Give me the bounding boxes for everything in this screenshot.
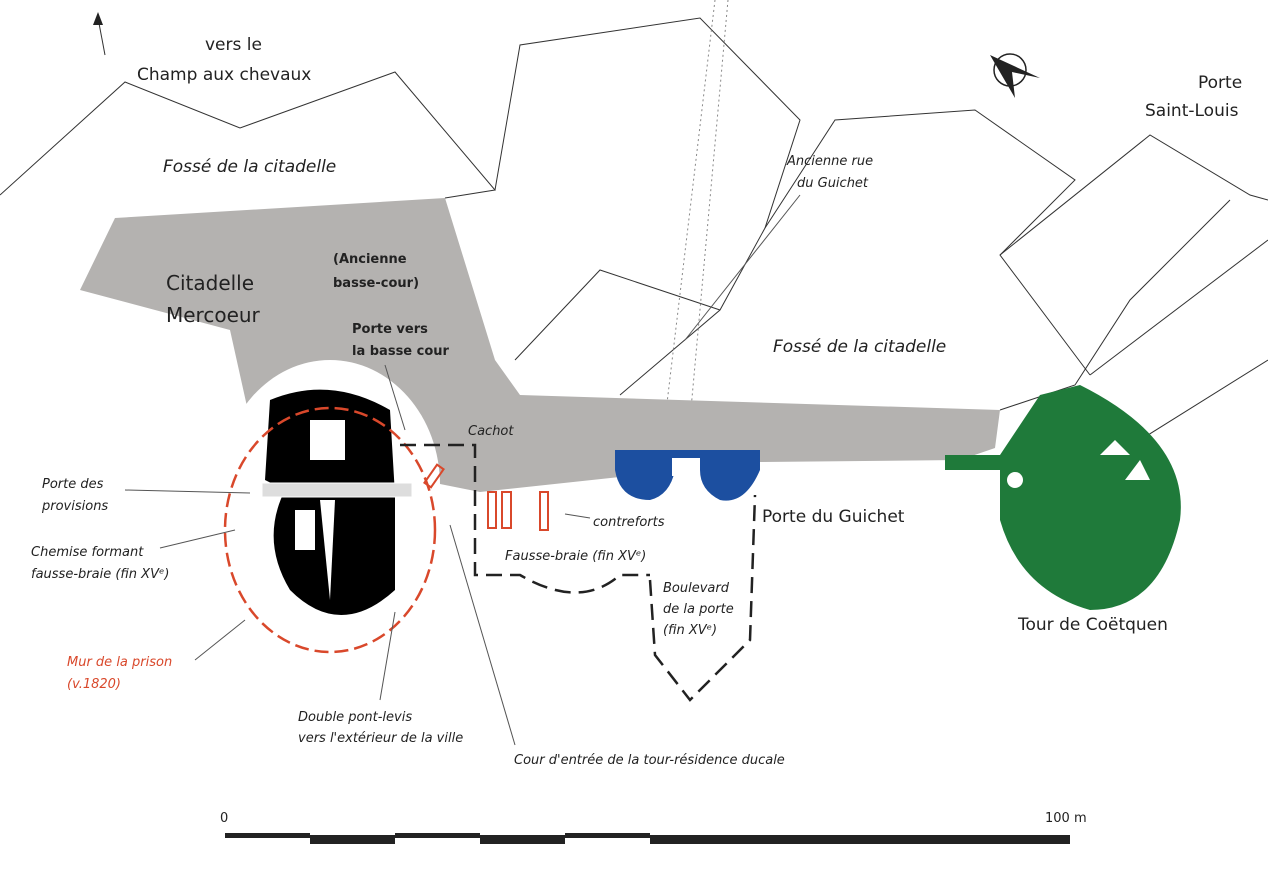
label-fausse-braie: Fausse-braie (fin XVᵉ) [505, 549, 646, 564]
scale-start: 0 [220, 811, 228, 826]
label-chemise-2: fausse-braie (fin XVᵉ) [31, 567, 169, 582]
label-fosse-top: Fossé de la citadelle [163, 157, 336, 177]
label-double-pont-2: vers l'extérieur de la ville [298, 731, 463, 746]
label-double-pont-1: Double pont-levis [298, 710, 412, 725]
label-basse-cour-1: (Ancienne [333, 252, 407, 267]
label-citadelle-1: Citadelle [166, 271, 254, 295]
scale-end: 100 m [1045, 811, 1087, 826]
label-basse-cour-2: basse-cour) [333, 276, 419, 291]
label-chemise-1: Chemise formant [31, 545, 144, 560]
fausse-braie-dashed [400, 443, 757, 702]
label-tour-coetquen: Tour de Coëtquen [1017, 615, 1168, 635]
label-porte-vers-2: la basse cour [352, 344, 450, 359]
label-cour-entree: Cour d'entrée de la tour-résidence ducal… [514, 753, 785, 768]
label-boulevard-1: Boulevard [663, 581, 730, 596]
label-contreforts: contreforts [593, 515, 665, 530]
north-arrow-pointer-icon [93, 12, 103, 25]
scale-bar [225, 833, 1070, 844]
label-citadelle-2: Mercoeur [166, 303, 261, 327]
label-ancienne-rue-1: Ancienne rue [786, 154, 873, 169]
ancienne-rue-dotted [664, 0, 729, 421]
label-porte-vers-1: Porte vers [352, 322, 428, 337]
citadelle-area [80, 198, 1000, 520]
label-porte-guichet: Porte du Guichet [762, 507, 905, 527]
porte-du-guichet-blue [615, 450, 760, 501]
label-mur-prison-1: Mur de la prison [67, 655, 172, 670]
mur-prison-line [223, 406, 437, 654]
label-vers-le: vers le [205, 35, 262, 55]
label-fosse-right: Fossé de la citadelle [773, 337, 946, 357]
label-boulevard-2: de la porte [663, 602, 734, 617]
compass-icon [990, 53, 1040, 98]
label-ancienne-rue-2: du Guichet [797, 176, 869, 191]
leader-lines [124, 194, 801, 746]
label-porte-saint-louis-1: Porte [1198, 73, 1242, 93]
label-porte-provisions-2: provisions [41, 499, 108, 514]
tour-de-coetquen-green [945, 385, 1181, 610]
label-porte-saint-louis-2: Saint-Louis [1145, 101, 1239, 121]
label-cachot: Cachot [468, 424, 514, 439]
contreforts-marks [423, 463, 549, 531]
label-boulevard-3: (fin XVᵉ) [663, 623, 717, 638]
label-champ: Champ aux chevaux [137, 65, 311, 85]
label-mur-prison-2: (v.1820) [67, 677, 121, 692]
label-porte-provisions-1: Porte des [42, 477, 104, 492]
parcel-outlines [0, 17, 1268, 441]
